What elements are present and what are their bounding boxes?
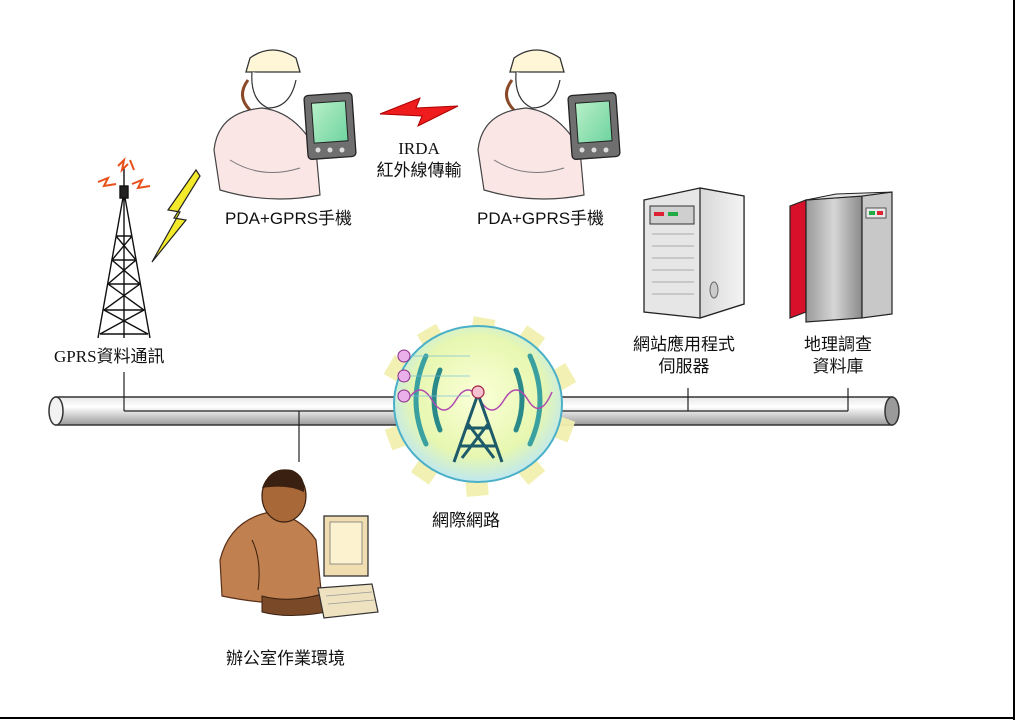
database-server-icon <box>789 191 893 323</box>
lightning-bolt-icon <box>151 168 201 263</box>
gprs-tower-icon <box>97 168 151 339</box>
office-worker-icon <box>219 469 379 619</box>
signal-spark-icon <box>97 156 151 190</box>
frame-border-bottom <box>0 717 1015 719</box>
database-label: 地理調查 資料庫 <box>778 334 898 378</box>
web-server-label: 網站應用程式 伺服器 <box>614 334 754 378</box>
gprs-label: GPRS資料通訊 <box>54 347 165 366</box>
office-label: 辦公室作業環境 <box>226 649 345 668</box>
internet-label: 網際網路 <box>432 511 500 530</box>
irda-label: IRDA 紅外線傳輸 <box>364 138 474 182</box>
irda-transmission-icon <box>379 97 459 128</box>
database-label-line2: 資料庫 <box>812 357 864 376</box>
web-server-label-line2: 伺服器 <box>658 357 710 376</box>
pda-left-label: PDA+GPRS手機 <box>225 209 353 228</box>
irda-label-line2: 紅外線傳輸 <box>376 161 462 180</box>
irda-label-line1: IRDA <box>398 139 440 158</box>
web-server-icon <box>643 187 745 319</box>
database-label-line1: 地理調查 <box>804 335 872 354</box>
web-server-label-line1: 網站應用程式 <box>633 335 735 354</box>
pda-right-label: PDA+GPRS手機 <box>477 209 605 228</box>
internet-cloud-icon <box>383 316 577 497</box>
pda-user-left-icon <box>213 49 357 200</box>
pda-user-right-icon <box>477 49 621 200</box>
frame-border-right <box>1013 0 1015 720</box>
connection-lines <box>123 372 849 462</box>
